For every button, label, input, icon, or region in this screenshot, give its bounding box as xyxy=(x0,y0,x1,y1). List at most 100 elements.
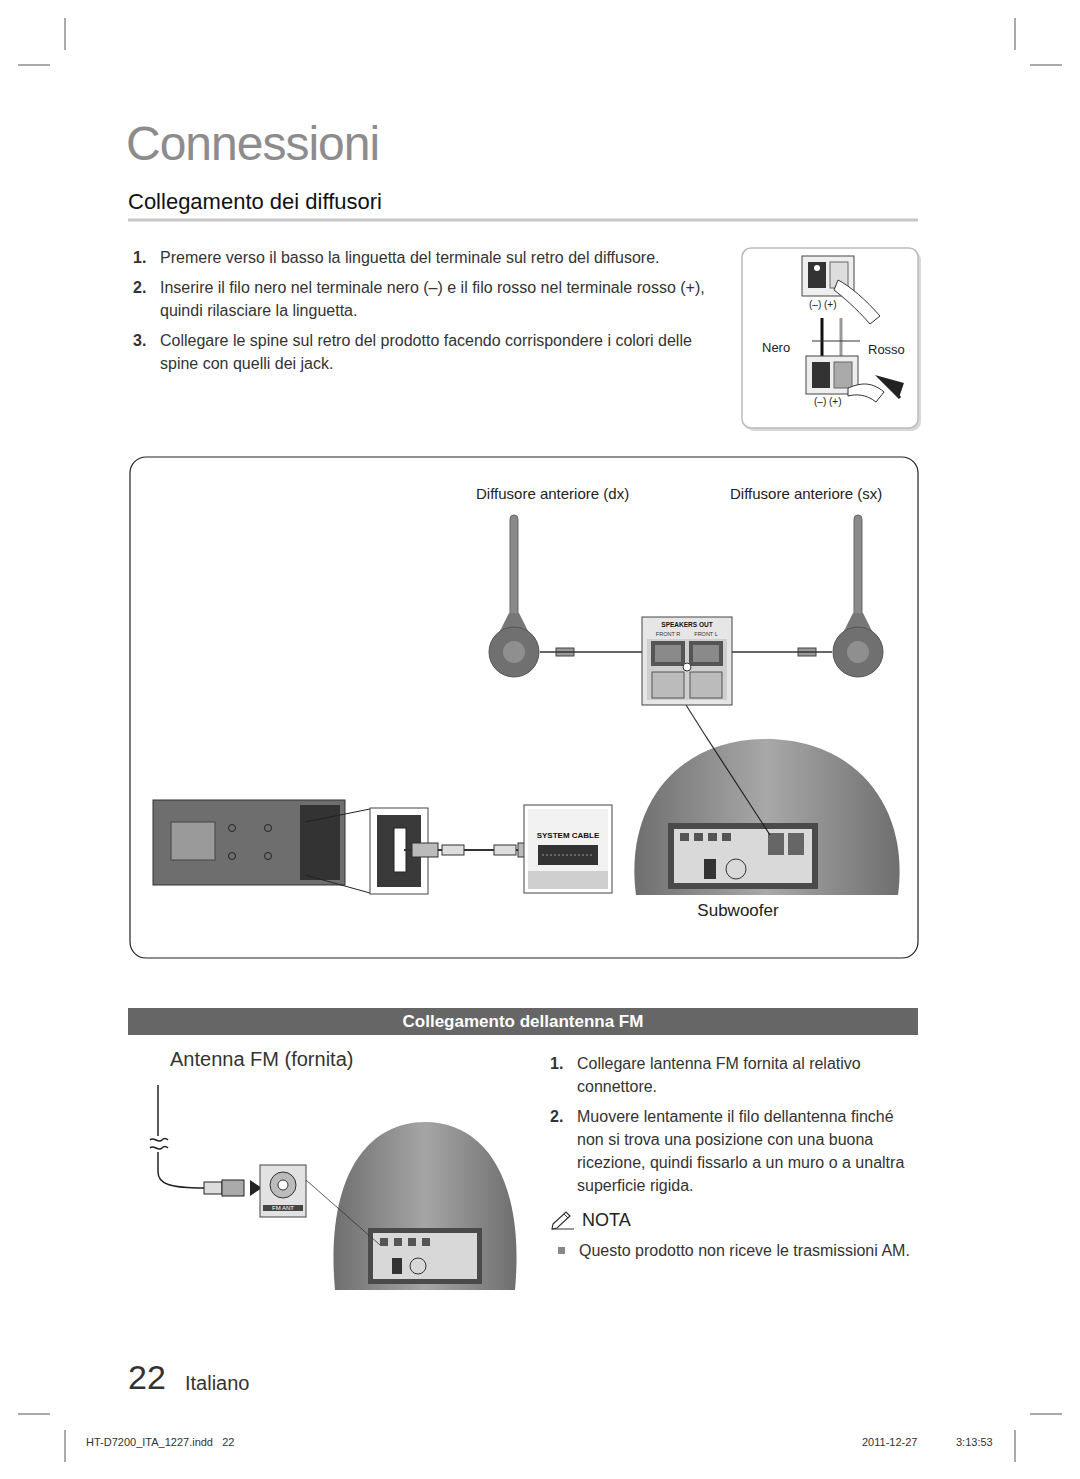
step-number: 1. xyxy=(550,1052,577,1098)
illustration-part xyxy=(1030,65,1062,66)
illustration-part xyxy=(412,843,438,857)
front-speaker: Diffusore anteriore (sx) xyxy=(832,515,884,680)
label: 22 xyxy=(128,1358,166,1397)
illustration-part xyxy=(668,823,818,889)
illustration-part xyxy=(854,515,862,617)
illustration-part xyxy=(306,1180,380,1245)
illustration-part xyxy=(305,809,370,822)
illustration-part xyxy=(373,1233,477,1279)
illustration-part xyxy=(812,341,860,342)
illustration-part xyxy=(722,833,731,841)
illustration-part xyxy=(834,280,880,324)
step-number: 2. xyxy=(133,276,160,322)
illustration-part xyxy=(157,1085,159,1136)
illustration-part xyxy=(65,1430,66,1462)
illustration-part xyxy=(847,641,869,663)
note-text: Questo prodotto non riceve le trasmissio… xyxy=(579,1239,918,1262)
diagram-frame xyxy=(130,457,918,958)
subwoofer: Subwoofer xyxy=(628,735,905,927)
illustration-part xyxy=(489,627,539,677)
label: HT-D7200_ITA_1227.indd 22 xyxy=(86,1436,234,1448)
illustration-part xyxy=(305,875,370,893)
illustration-part xyxy=(833,627,883,677)
illustration-part xyxy=(18,1414,50,1415)
illustration-part xyxy=(542,855,594,856)
subwoofer-fm xyxy=(306,1122,517,1290)
illustration-part xyxy=(655,645,681,662)
node-label: SPEAKERS OUT xyxy=(642,621,732,628)
note-icon xyxy=(550,1210,576,1230)
fm-antenna xyxy=(150,1085,204,1188)
illustration-part xyxy=(726,859,746,879)
step-text: Muovere lentamente il filo dellantenna f… xyxy=(577,1105,918,1197)
node-label: FRONT R xyxy=(651,631,685,637)
leader-line xyxy=(686,705,705,735)
main-unit xyxy=(153,800,370,893)
illustration-part xyxy=(693,645,719,662)
node-label: FRONT L xyxy=(689,631,723,637)
illustration-part xyxy=(528,809,608,889)
illustration-part xyxy=(705,735,770,835)
illustration-part xyxy=(524,805,612,893)
illustration-part xyxy=(768,833,784,855)
label: Rosso xyxy=(868,342,905,357)
note-row: Questo prodotto non riceve le trasmissio… xyxy=(550,1239,918,1262)
illustration-part xyxy=(1030,1414,1062,1415)
step-row: 1.Collegare lantenna FM fornita al relat… xyxy=(550,1052,918,1098)
text-column: 1.Premere verso il basso la linguetta de… xyxy=(133,246,718,382)
illustration-part xyxy=(204,1182,222,1194)
illustration-part xyxy=(683,663,691,671)
illustration-part xyxy=(652,672,684,698)
illustration-part xyxy=(690,672,722,698)
illustration-part xyxy=(153,800,345,885)
illustration-part xyxy=(265,825,272,832)
illustration-part xyxy=(503,641,525,663)
illustration-part xyxy=(422,1238,430,1246)
illustration-part xyxy=(528,871,608,889)
illustration-part xyxy=(65,18,66,50)
step-row: 3.Collegare le spine sul retro del prodo… xyxy=(133,329,718,375)
label: Collegamento dei diffusori xyxy=(128,189,382,215)
illustration-part xyxy=(647,639,727,700)
illustration-part xyxy=(814,265,820,271)
speaker-wire xyxy=(732,651,832,652)
illustration-part xyxy=(394,1238,402,1246)
step-row: 1.Premere verso il basso la linguetta de… xyxy=(133,246,718,269)
illustration-part xyxy=(494,845,516,855)
text-column: 1.Collegare lantenna FM fornita al relat… xyxy=(550,1052,918,1262)
illustration-part xyxy=(442,845,464,855)
illustration-part xyxy=(229,853,236,860)
illustration-part xyxy=(840,318,843,360)
label: Italiano xyxy=(185,1372,250,1395)
illustration-part xyxy=(788,833,804,855)
illustration-part xyxy=(689,641,723,666)
illustration-part xyxy=(812,362,830,388)
node-label: Collegamento dellantenna FM xyxy=(128,1008,918,1035)
illustration-part xyxy=(634,739,899,895)
node-label: Subwoofer xyxy=(628,901,848,921)
note-heading-row: NOTA xyxy=(550,1207,918,1233)
illustration-part xyxy=(821,318,824,360)
illustration-part xyxy=(270,1172,296,1198)
illustration-part xyxy=(408,1238,416,1246)
illustration-part xyxy=(651,641,685,666)
node-shape xyxy=(488,515,540,680)
step-text: Collegare le spine sul retro del prodott… xyxy=(160,329,718,375)
illustration-part xyxy=(1015,1430,1016,1462)
illustration-part xyxy=(410,1258,426,1274)
illustration-part xyxy=(694,833,703,841)
illustration-part xyxy=(674,829,812,883)
illustration-part xyxy=(171,822,215,860)
node-shape xyxy=(642,617,732,705)
illustration-part xyxy=(704,859,716,879)
node-shape xyxy=(832,515,884,680)
illustration-part xyxy=(333,1122,516,1290)
node-label: FM ANT xyxy=(263,1205,303,1211)
crop-marks xyxy=(18,18,1062,1462)
step-number: 1. xyxy=(133,246,160,269)
label: (–) (+) xyxy=(809,299,837,310)
illustration-part xyxy=(880,378,902,398)
note-bullet xyxy=(558,1247,565,1254)
illustration-part xyxy=(278,1180,288,1190)
